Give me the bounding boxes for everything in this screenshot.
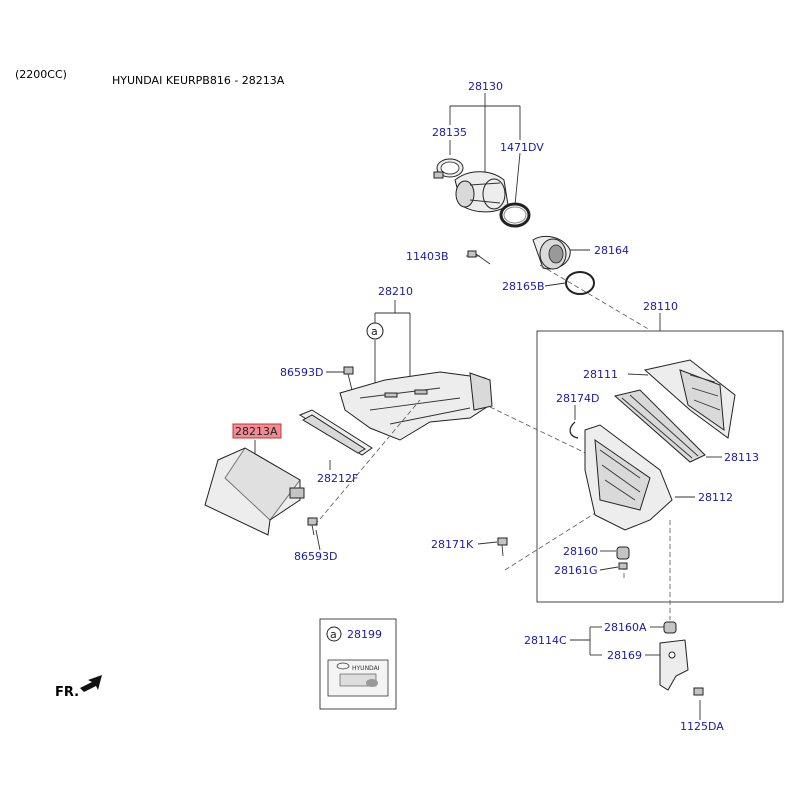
legend-part-number: 28199 — [347, 628, 382, 641]
label-28212F: 28212F — [317, 472, 358, 485]
label-28114C: 28114C — [524, 634, 567, 647]
label-28213A: 28213A — [235, 425, 278, 438]
label-28165B: 28165B — [502, 280, 545, 293]
o-ring-28165B — [565, 271, 595, 295]
label-1125DA: 1125DA — [680, 720, 724, 733]
label-28161G: 28161G — [554, 564, 598, 577]
bolt-1125DA — [693, 687, 704, 696]
label-28160: 28160 — [563, 545, 598, 558]
diagram-title: HYUNDAI KEURPB816 - 28213A — [112, 74, 285, 87]
air-flow-sensor-28164 — [532, 235, 571, 270]
label-28113: 28113 — [724, 451, 759, 464]
label-28171K: 28171K — [431, 538, 474, 551]
bolt-86593D-bottom — [307, 517, 318, 536]
bolt-28171K — [477, 537, 508, 557]
front-direction-arrow-icon — [80, 675, 102, 692]
resonator-28212F — [298, 409, 373, 456]
bushing-28160A — [663, 621, 677, 634]
bolt-11403B — [467, 250, 491, 265]
ref-a-letter: a — [371, 325, 378, 338]
ref-a-marker — [366, 322, 384, 340]
bracket-28169 — [659, 639, 689, 691]
filter-element-28113 — [613, 389, 722, 463]
leader-lines-28114C — [570, 626, 701, 720]
label-28160A: 28160A — [604, 621, 647, 634]
label-1471DV: 1471DV — [500, 141, 544, 154]
label-28135: 28135 — [432, 126, 467, 139]
hose-clamp-28135 — [433, 158, 464, 179]
label-28111: 28111 — [583, 368, 618, 381]
legend-box — [319, 618, 397, 710]
legend-a-letter: a — [330, 628, 337, 641]
label-28174D: 28174D — [556, 392, 599, 405]
air-cleaner-body-28112 — [584, 424, 695, 531]
engine-spec: (2200CC) — [15, 68, 67, 81]
bolt-28161G — [599, 562, 628, 571]
label-28130: 28130 — [468, 80, 503, 93]
air-duct-28210 — [339, 371, 493, 441]
label-28112: 28112 — [698, 491, 733, 504]
front-direction-label: FR. — [55, 685, 79, 700]
label-86593D-top: 86593D — [280, 366, 323, 379]
label-11403B: 11403B — [406, 250, 449, 263]
intake-duct-28130 — [454, 171, 509, 213]
air-cleaner-cover-28111 — [627, 359, 736, 439]
hose-clamp-1471DV — [499, 202, 531, 228]
label-28110: 28110 — [643, 300, 678, 313]
label-28169: 28169 — [607, 649, 642, 662]
highlight-28213A — [232, 423, 282, 439]
clip-28174D — [569, 405, 579, 439]
label-86593D-bottom: 86593D — [294, 550, 337, 563]
bolt-86593D-top — [343, 366, 354, 391]
label-28164: 28164 — [594, 244, 629, 257]
sticker-brand: HYUNDAI — [352, 665, 380, 672]
label-28210: 28210 — [378, 285, 413, 298]
dashed-guide-lines — [314, 264, 671, 620]
intake-guide-28213A — [204, 447, 305, 536]
bushing-28160 — [600, 546, 630, 560]
